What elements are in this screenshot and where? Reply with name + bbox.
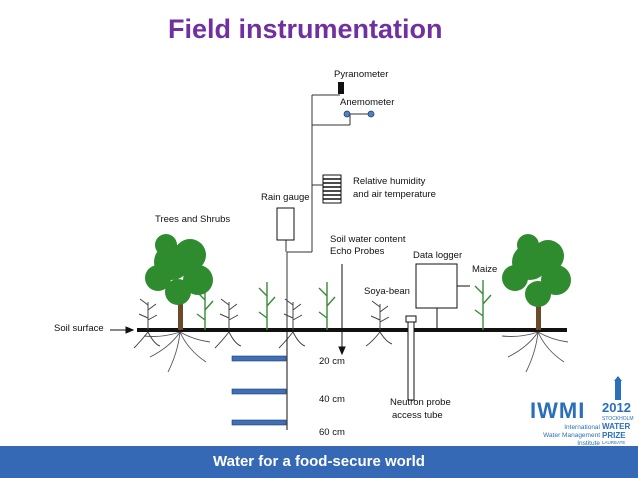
echo-probe-20cm: [231, 355, 287, 362]
anemometer-label: Anemometer: [340, 97, 395, 108]
humidity-sensor-icon: [322, 174, 342, 204]
logo-water: WATER: [602, 422, 631, 431]
logo-org-line3: Institute: [577, 440, 600, 447]
maize-label: Maize: [472, 264, 498, 275]
pyranometer-icon: [338, 82, 344, 94]
left-tree-icon: [145, 234, 213, 330]
soil-surface-label: Soil surface: [54, 323, 104, 334]
data-logger-icon: [415, 263, 470, 330]
logo-prize: PRIZE: [602, 431, 626, 440]
data-logger-label: Data logger: [413, 250, 463, 261]
echo-probe-40cm: [231, 388, 287, 395]
page-title: Field instrumentation: [168, 14, 443, 44]
logo-abbrev: IWMI: [530, 398, 586, 423]
footer-band: Water for a food-secure world: [0, 446, 638, 478]
humidity-label-line2: and air temperature: [353, 189, 436, 200]
echo-probe-arrow: [338, 264, 346, 356]
neutron-probe-tube: [405, 315, 417, 401]
pyranometer-label: Pyranometer: [334, 69, 389, 80]
field-diagram: [110, 82, 571, 430]
echo-probe-60cm: [231, 419, 287, 426]
instrument-mast: [285, 94, 370, 330]
rain-gauge-label: Rain gauge: [261, 192, 310, 203]
depth-20cm-label: 20 cm: [319, 356, 345, 367]
depth-60cm-label: 60 cm: [319, 427, 345, 438]
maize-icons: [196, 280, 492, 330]
shrub-icons: [133, 298, 393, 349]
soil-surface-arrow: [110, 326, 135, 334]
iwmi-logo: IWMI 2012 STOCKHOLM WATER PRIZE LAUREATE…: [530, 376, 634, 447]
tree-roots: [143, 331, 569, 373]
humidity-label-line1: Relative humidity: [353, 176, 426, 187]
soil-water-label-line2: Echo Probes: [330, 246, 385, 257]
logo-stockholm: STOCKHOLM: [602, 416, 634, 422]
logo-laureate: LAUREATE: [602, 440, 626, 445]
city-hall-icon: [614, 376, 622, 400]
depth-40cm-label: 40 cm: [319, 394, 345, 405]
logo-org-line1: International: [564, 424, 600, 431]
soya-bean-label: Soya-bean: [364, 286, 410, 297]
neutron-probe-label-line1: Neutron probe: [390, 397, 451, 408]
logo-year: 2012: [602, 400, 631, 415]
footer-tagline: Water for a food-secure world: [213, 453, 425, 470]
logo-org-line2: Water Management: [543, 432, 600, 439]
right-tree-icon: [502, 234, 571, 330]
neutron-probe-label-line2: access tube: [392, 410, 443, 421]
soil-water-label-line1: Soil water content: [330, 234, 406, 245]
trees-shrubs-label: Trees and Shrubs: [155, 214, 231, 225]
anemometer-icon: [343, 110, 375, 118]
rain-gauge-icon: [276, 207, 295, 241]
